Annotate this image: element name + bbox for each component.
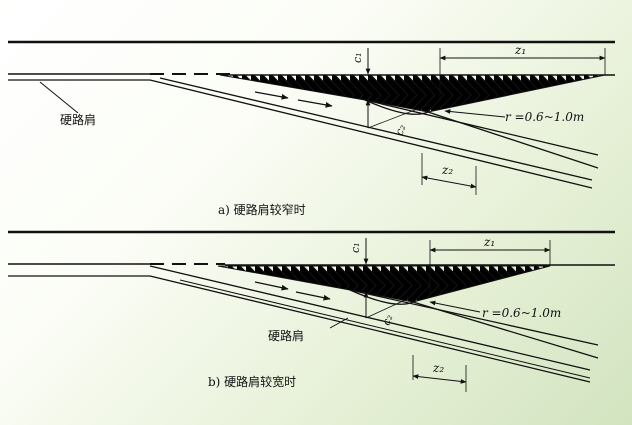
shoulder-pointer-b <box>329 317 349 329</box>
ramp-edge-4-b <box>349 289 599 346</box>
radius-label-a: r =0.6~1.0m <box>505 110 584 124</box>
z2-label-b: z₂ <box>432 361 444 375</box>
shoulder-pointer-a <box>39 81 79 114</box>
gore-outline-b <box>217 265 551 303</box>
ramp-edge-2-b <box>149 275 591 383</box>
c1-label-a: c₁ <box>351 52 364 63</box>
caption-a: a) 硬路肩较窄时 <box>218 202 306 217</box>
traffic-arrow-1-a <box>254 91 289 100</box>
gore-outline-a <box>219 74 606 113</box>
traffic-arrow-2-a <box>297 99 333 108</box>
radius-pointer-a <box>444 109 506 118</box>
z2-label-a: z₂ <box>441 163 453 177</box>
ramp-edge-5-b <box>412 301 599 359</box>
radius-label-b: r =0.6~1.0m <box>482 306 561 320</box>
z2-dimension-b <box>412 374 467 384</box>
gore-nose-b <box>349 289 414 305</box>
traffic-arrow-2-b <box>295 291 331 301</box>
ramp-edge-3-b <box>179 279 591 379</box>
gore-nose-a <box>364 99 429 115</box>
c2-leader-b <box>365 299 406 319</box>
gore-hatching-b <box>218 266 550 302</box>
ramp-edge-2-a <box>159 77 593 181</box>
diagram-b: 硬路肩 z₁ c₁ c₂ r =0.6~1.0m z₂ b) 硬路肩较宽时 <box>8 230 615 392</box>
ramp-edge-1-b <box>149 265 591 371</box>
traffic-arrow-1-b <box>254 281 289 291</box>
ramp-edge-3-a <box>364 99 599 156</box>
z1-label-b: z₁ <box>483 235 495 249</box>
ramp-edge-1-a <box>149 79 593 189</box>
caption-b: b) 硬路肩较宽时 <box>208 374 296 389</box>
c2-label-a: c₂ <box>393 123 409 137</box>
radius-pointer-b <box>429 300 481 313</box>
c1-label-b: c₁ <box>349 242 362 253</box>
c2-leader-a <box>367 107 421 129</box>
shoulder-label-b: 硬路肩 <box>268 328 304 343</box>
ramp-edge-4-a <box>427 111 599 169</box>
z1-label-a: z₁ <box>514 43 526 57</box>
z2-dimension-a <box>421 175 477 189</box>
diagram-a: 硬路肩 z₁ c₁ c₂ r =0.6~1.0m z₂ a) 硬路肩较窄时 <box>8 40 615 217</box>
shoulder-label-a: 硬路肩 <box>60 112 96 127</box>
c2-label-b: c₂ <box>380 313 396 327</box>
